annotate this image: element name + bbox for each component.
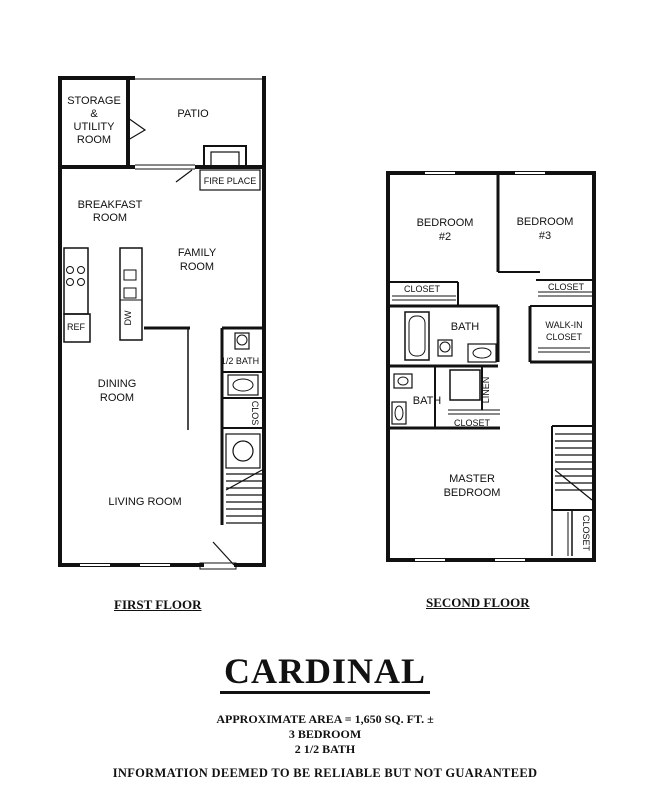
room-label-bedroom-3: BEDROOM <box>517 216 574 228</box>
second-floor-labels: BEDROOM #2 BEDROOM #3 CLOSET CLOSET BATH… <box>404 216 591 552</box>
first-floor-title: FIRST FLOOR <box>114 597 202 612</box>
room-label-storage: ROOM <box>77 134 111 146</box>
room-label-storage: & <box>90 108 98 120</box>
refrigerator <box>63 313 91 343</box>
room-label-fireplace: FIRE PLACE <box>204 176 257 186</box>
room-label-walk-in: CLOSET <box>546 332 583 342</box>
room-label-storage: STORAGE <box>67 95 121 107</box>
plan-name-text: CARDINAL <box>219 651 430 694</box>
room-label-bedroom-3: #3 <box>539 230 551 242</box>
first-floor-labels: STORAGE & UTILITY ROOM PATIO FIRE PLACE … <box>67 95 260 508</box>
room-label-master: MASTER <box>449 473 495 485</box>
stairs-second-floor <box>551 425 594 510</box>
bath-count: 2 1/2 BATH <box>294 742 356 756</box>
room-label-bath-upper: BATH <box>451 321 480 333</box>
bathtub-upper <box>404 311 430 361</box>
room-label-bath-lower: BATH <box>413 395 442 407</box>
room-label-bedroom-2: #2 <box>439 231 451 243</box>
first-floor-plan <box>58 75 266 570</box>
disclaimer: INFORMATION DEEMED TO BE RELIABLE BUT NO… <box>112 766 538 780</box>
room-label-living: LIVING ROOM <box>108 496 181 508</box>
stairs-first-floor <box>225 469 263 524</box>
room-label-storage: UTILITY <box>74 121 116 133</box>
room-label-ref: REF <box>67 322 86 332</box>
fireplace-box <box>199 169 261 191</box>
room-label-closet-vertical: CLOSET <box>581 515 591 552</box>
shower <box>449 369 481 401</box>
approximate-area: APPROXIMATE AREA = 1,650 SQ. FT. ± <box>216 712 434 726</box>
room-label-closet-mid: CLOSET <box>454 418 491 428</box>
room-label-bedroom-2: BEDROOM <box>417 217 474 229</box>
room-label-family: ROOM <box>180 261 214 273</box>
room-label-breakfast: ROOM <box>93 212 127 224</box>
room-label-dining: DINING <box>98 378 137 390</box>
room-label-half-bath: 1/2 BATH <box>221 356 259 366</box>
room-label-clos: CLOS <box>250 401 260 426</box>
second-floor-plan <box>386 171 596 562</box>
room-label-breakfast: BREAKFAST <box>78 199 143 211</box>
second-floor-title: SECOND FLOOR <box>426 595 530 610</box>
room-label-family: FAMILY <box>178 247 217 259</box>
kitchen-island <box>119 247 143 341</box>
bedroom-count: 3 BEDROOM <box>288 727 362 741</box>
room-label-walk-in: WALK-IN <box>545 320 582 330</box>
room-label-closet-left: CLOSET <box>404 284 441 294</box>
room-label-patio: PATIO <box>177 108 209 120</box>
fireplace-hearth <box>203 145 247 169</box>
floor-plan-drawing: STORAGE & UTILITY ROOM PATIO FIRE PLACE … <box>58 75 596 570</box>
room-label-dining: ROOM <box>100 392 134 404</box>
room-label-closet-right: CLOSET <box>548 282 585 292</box>
room-label-dw: DW <box>123 310 133 325</box>
plan-name: CARDINAL <box>0 650 650 694</box>
room-label-master: BEDROOM <box>444 487 501 499</box>
room-label-linen: LINEN <box>481 377 491 404</box>
